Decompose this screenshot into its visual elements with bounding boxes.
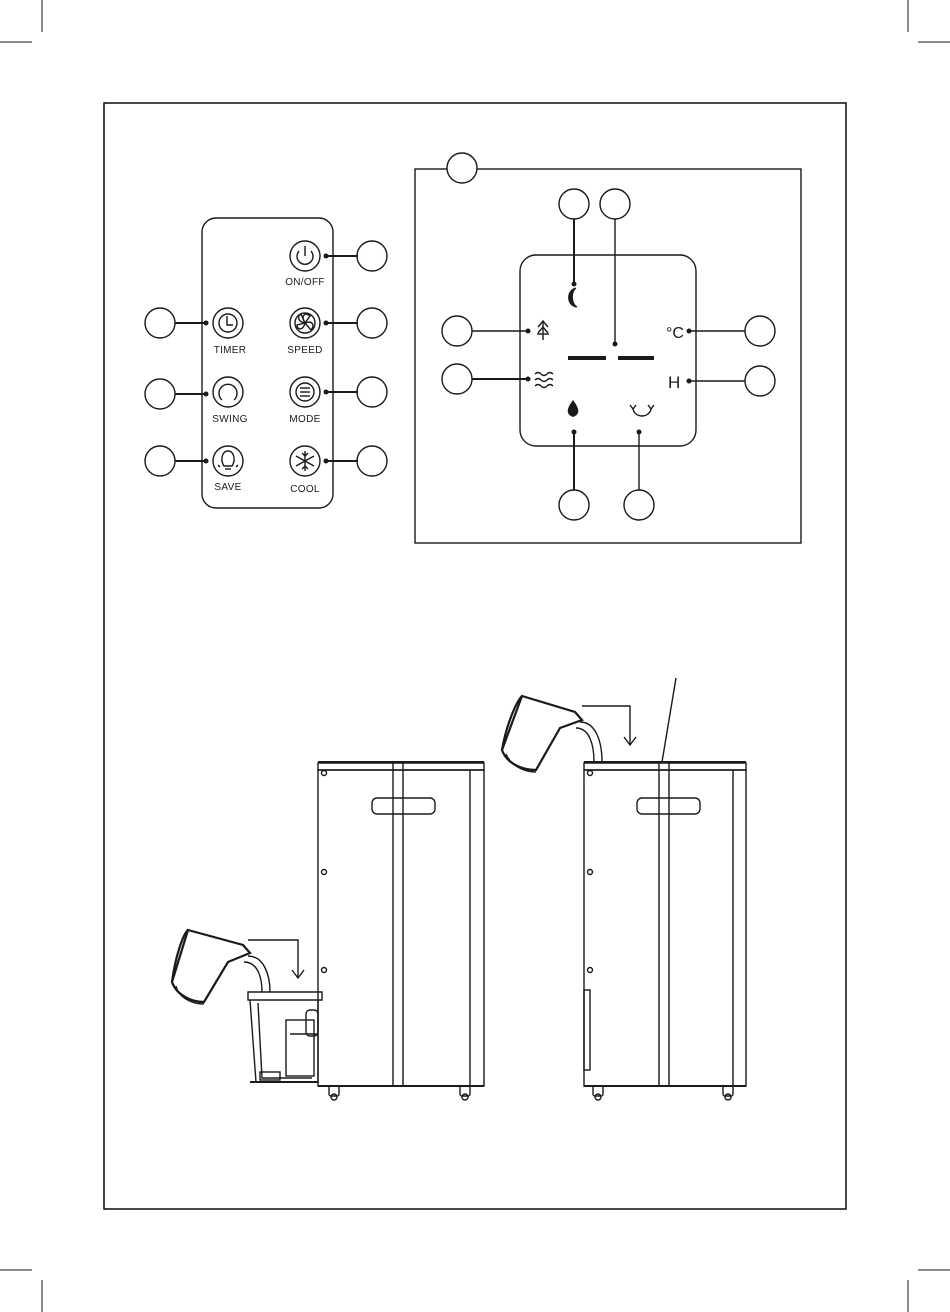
timer-label: TIMER [214, 345, 247, 356]
callout-circle [745, 316, 775, 346]
digit-segment-right [618, 356, 654, 360]
callout-circle [624, 490, 654, 520]
water-jug-icon [502, 696, 602, 772]
water-tank [248, 992, 322, 1082]
remote-body [202, 218, 333, 508]
cooler-unit-right [502, 678, 746, 1100]
water-jug-icon [172, 930, 270, 1004]
callout-circle [745, 366, 775, 396]
save-button[interactable]: SAVE [213, 446, 243, 493]
callout-circle [559, 189, 589, 219]
digit-segment-left [568, 356, 606, 360]
on-off-button[interactable]: ON/OFF [285, 241, 325, 288]
display-frame [415, 169, 801, 543]
callout-circle [145, 379, 175, 409]
moon-icon [569, 288, 577, 307]
timer-button[interactable]: TIMER [213, 308, 246, 356]
callout-circle [145, 308, 175, 338]
callout-circle [357, 446, 387, 476]
callout-circle [559, 490, 589, 520]
callout-circle [442, 316, 472, 346]
tree-icon [537, 321, 549, 340]
fan-icon [295, 313, 315, 333]
power-icon [297, 246, 313, 264]
cool-button[interactable]: COOL [290, 446, 320, 495]
clock-icon [219, 314, 237, 332]
wind-waves-icon [535, 373, 553, 388]
display-callouts [442, 189, 775, 520]
cool-label: COOL [290, 484, 320, 495]
callout-circle [600, 189, 630, 219]
callout-circle [447, 153, 477, 183]
cooler-unit-left [172, 762, 484, 1100]
swing-label: SWING [212, 414, 247, 425]
mode-label: MODE [289, 414, 320, 425]
remote-control: ON/OFF TIMER SPEED [145, 218, 387, 508]
speed-button[interactable]: SPEED [287, 308, 322, 356]
page-frame [104, 103, 846, 1209]
remote-callouts [145, 241, 387, 476]
snowflake-icon [296, 451, 314, 471]
display-screen [520, 255, 696, 446]
bulb-icon [218, 451, 238, 469]
display-panel-figure: °C H [415, 153, 801, 543]
on-off-label: ON/OFF [285, 277, 325, 288]
pour-arrow [248, 940, 304, 978]
swing-button[interactable]: SWING [212, 377, 247, 425]
speed-label: SPEED [287, 345, 322, 356]
swing-icon [219, 384, 237, 400]
rotate-arrows-icon [630, 405, 654, 416]
mode-lines-icon [296, 383, 314, 401]
callout-circle [357, 241, 387, 271]
callout-circle [145, 446, 175, 476]
mode-button[interactable]: MODE [289, 377, 320, 425]
callout-circle [357, 377, 387, 407]
save-label: SAVE [214, 482, 241, 493]
celsius-indicator: °C [666, 325, 684, 342]
callout-circle [442, 364, 472, 394]
hours-indicator: H [668, 373, 680, 392]
water-drop-icon [568, 400, 579, 417]
callout-circle [357, 308, 387, 338]
